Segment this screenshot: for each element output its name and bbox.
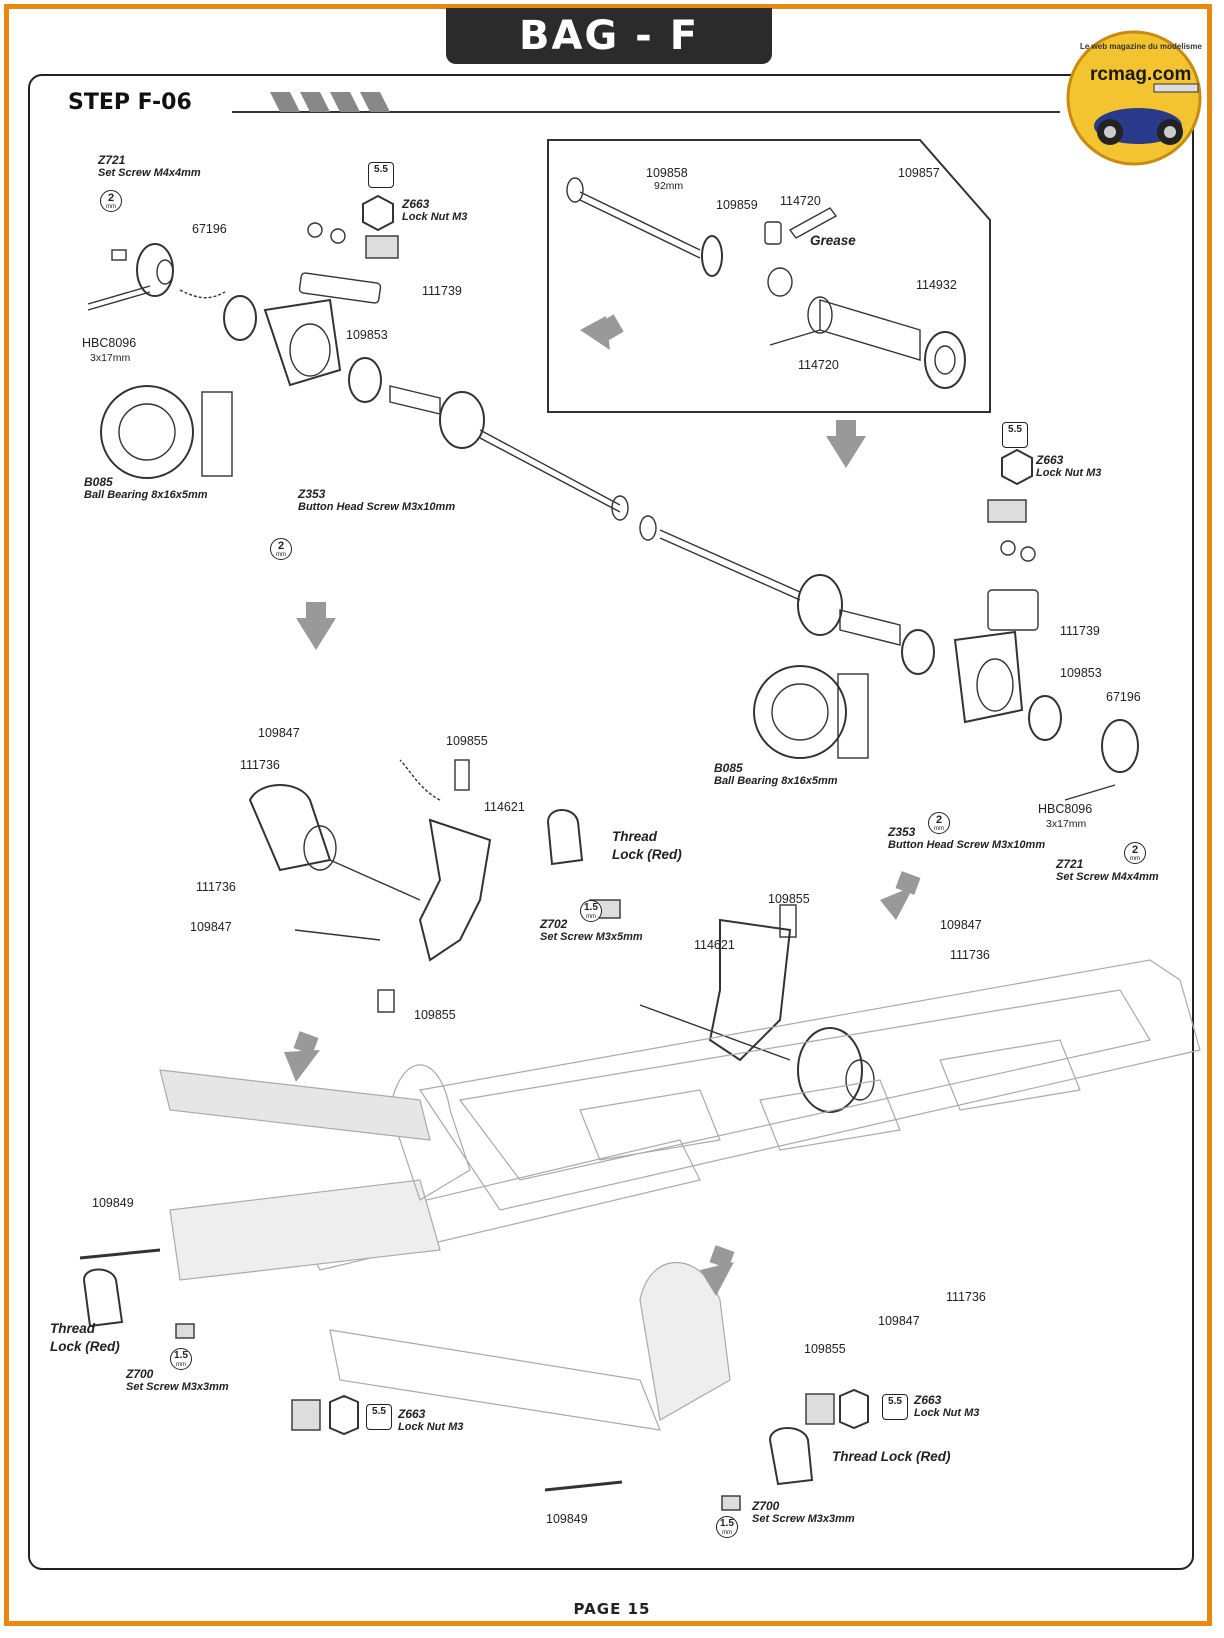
part-109847-low: 109847	[878, 1314, 920, 1328]
tool-size: 2	[277, 540, 285, 552]
thread-lock-label-br: Thread Lock (Red)	[832, 1449, 951, 1464]
part-hbc8096-right: HBC8096	[1038, 802, 1093, 816]
z721-code: Z721	[98, 153, 126, 167]
z700-code-left: Z700	[126, 1367, 154, 1381]
thread-lock-label-2: Lock (Red)	[612, 847, 682, 862]
part-114932: 114932	[916, 278, 957, 292]
z353-code: Z353	[298, 487, 326, 501]
tool-size: 1.5	[584, 902, 598, 913]
part-114720-bottom: 114720	[798, 358, 839, 372]
part-111739-right: 111739	[1060, 624, 1100, 638]
part-109858: 109858	[646, 166, 688, 180]
thread-lock-label-bl-1: Thread	[50, 1321, 96, 1336]
part-109847-mid: 109847	[940, 918, 982, 932]
part-111736-low: 111736	[946, 1290, 986, 1304]
z721-code-right: Z721	[1056, 857, 1084, 871]
part-hbc8096: HBC8096	[82, 336, 137, 350]
wrench-5-5-badge: 5.5	[1002, 422, 1028, 448]
z663-code-bl: Z663	[398, 1407, 426, 1421]
z663-code-br: Z663	[914, 1393, 942, 1407]
part-114621: 114621	[484, 800, 525, 814]
z721-desc: Set Screw M4x4mm	[98, 167, 201, 179]
part-109847-bottom: 109847	[190, 920, 232, 934]
part-111736-bottom: 111736	[196, 880, 236, 894]
b085-desc-right: Ball Bearing 8x16x5mm	[714, 775, 838, 787]
z702-desc: Set Screw M3x5mm	[540, 931, 643, 943]
wrench-5-5-badge: 5.5	[882, 1394, 908, 1420]
page-frame	[4, 4, 1212, 1626]
part-114720-top: 114720	[780, 194, 821, 208]
thread-lock-label-bl-2: Lock (Red)	[50, 1339, 120, 1354]
part-114621-mid: 114621	[694, 938, 735, 952]
b085-desc: Ball Bearing 8x16x5mm	[84, 489, 208, 501]
grease-label: Grease	[810, 233, 856, 248]
z663-desc-right: Lock Nut M3	[1036, 467, 1102, 479]
part-109853-right: 109853	[1060, 666, 1102, 680]
part-67196-right: 67196	[1106, 690, 1141, 704]
z353-code-right: Z353	[888, 825, 916, 839]
z663-desc-bl: Lock Nut M3	[398, 1421, 464, 1433]
tool-size: 2	[935, 814, 943, 826]
tool-size: 1.5	[720, 1518, 734, 1529]
tool-size: 2	[1131, 844, 1139, 856]
part-109847-top: 109847	[258, 726, 300, 740]
part-109849-right: 109849	[546, 1512, 588, 1526]
part-109855-bottom: 109855	[414, 1008, 456, 1022]
step-panel	[28, 74, 1194, 1570]
wrench-5-5-badge: 5.5	[366, 1404, 392, 1430]
thread-lock-label-1: Thread	[612, 829, 658, 844]
z663-code: Z663	[402, 197, 430, 211]
z663-code-right: Z663	[1036, 453, 1064, 467]
z702-code: Z702	[540, 917, 568, 931]
b085-code: B085	[84, 475, 113, 489]
part-67196: 67196	[192, 222, 227, 236]
z700-desc-right: Set Screw M3x3mm	[752, 1513, 855, 1525]
tool-size: 2	[107, 192, 115, 204]
wrench-5-5-badge: 5.5	[368, 162, 394, 188]
part-hbc8096-size: 3x17mm	[90, 352, 131, 364]
part-109849-left: 109849	[92, 1196, 134, 1210]
z700-desc-left: Set Screw M3x3mm	[126, 1381, 229, 1393]
part-109855-low: 109855	[804, 1342, 846, 1356]
part-109853: 109853	[346, 328, 388, 342]
z663-desc-br: Lock Nut M3	[914, 1407, 980, 1419]
z353-desc-right: Button Head Screw M3x10mm	[888, 839, 1046, 851]
part-111739: 111739	[422, 284, 462, 298]
part-109855-mid: 109855	[768, 892, 810, 906]
step-title: STEP F-06	[68, 90, 192, 115]
tool-size: 5.5	[372, 1406, 386, 1417]
part-109855-top: 109855	[446, 734, 488, 748]
z663-desc: Lock Nut M3	[402, 211, 468, 223]
tool-size: 5.5	[374, 164, 388, 175]
logo-site: rcmag.com	[1090, 64, 1192, 85]
z353-desc: Button Head Screw M3x10mm	[298, 501, 456, 513]
z700-code-right: Z700	[752, 1499, 780, 1513]
z721-desc-right: Set Screw M4x4mm	[1056, 871, 1159, 883]
part-109859: 109859	[716, 198, 758, 212]
part-109858-length: 92mm	[654, 180, 684, 192]
part-hbc8096-size-right: 3x17mm	[1046, 818, 1087, 830]
tool-size: 5.5	[888, 1396, 902, 1407]
bag-title: BAG - F	[446, 8, 772, 64]
tool-size: 1.5	[174, 1350, 188, 1361]
part-109857: 109857	[898, 166, 940, 180]
tool-size: 5.5	[1008, 424, 1022, 435]
part-111736-top: 111736	[240, 758, 280, 772]
logo-tagline: Le web magazine du modelisme	[1080, 42, 1202, 51]
part-111736-mid: 111736	[950, 948, 990, 962]
rcmag-logo: rcmag.com Le web magazine du modelisme	[1058, 28, 1210, 168]
page-number: PAGE 15	[573, 1600, 651, 1618]
b085-code-right: B085	[714, 761, 743, 775]
